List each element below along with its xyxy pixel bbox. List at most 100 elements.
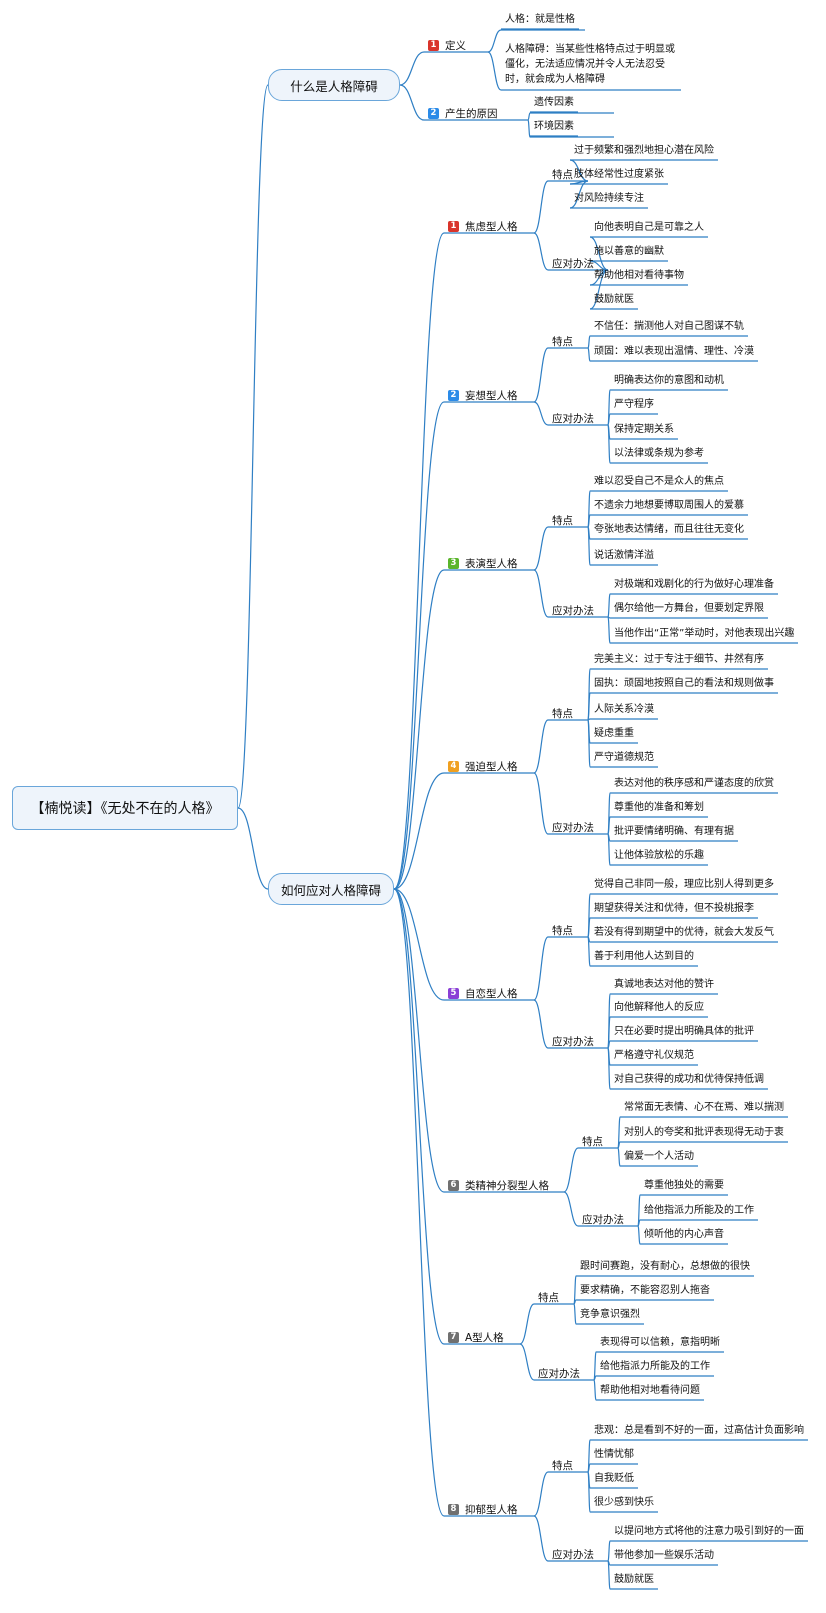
coping-category[interactable]: 应对办法 [582,1213,624,1226]
feature-leaf: 自我贬低 [594,1473,634,1484]
main-topic-coping[interactable]: 如何应对人格障碍 [268,873,394,905]
main-to-type-line [393,888,445,1517]
feature-leaf: 难以忍受自己不是众人的焦点 [594,476,724,487]
feature-leaf: 觉得自己非同一般，理应比别人得到更多 [594,879,774,890]
type-label: A型人格 [465,1331,504,1344]
category-to-leaf-line [607,1047,611,1090]
coping-leaf: 给他指派力所能及的工作 [644,1205,754,1216]
coping-leaf: 对极端和戏剧化的行为做好心理准备 [614,579,774,590]
feature-category[interactable]: 特点 [552,1459,573,1472]
coping-leaf: 倾听他的内心声音 [644,1229,724,1240]
type-label: 类精神分裂型人格 [465,1179,549,1192]
feature-leaf: 善于利用他人达到目的 [594,951,694,962]
feature-leaf: 人际关系冷漠 [594,704,654,715]
main-topic-definition[interactable]: 什么是人格障碍 [268,69,400,101]
coping-leaf: 鼓励就医 [594,294,634,305]
category-to-leaf-line [607,1560,611,1590]
main-to-type-line [393,888,445,1193]
main-to-type-line [393,888,445,1345]
root-topic[interactable]: 【楠悦读】《无处不在的人格》 [12,786,238,830]
category-to-leaf-line [589,236,609,271]
main-to-type-line [393,401,445,890]
type-to-category-line [533,1471,549,1517]
feature-category[interactable]: 特点 [538,1291,559,1304]
coping-leaf: 表达对他的秩序感和严谨态度的欣赏 [614,778,774,789]
subtopic-label: 定义 [445,39,466,52]
category-to-leaf-line [587,1471,591,1513]
category-to-leaf-line [569,159,589,182]
coping-category[interactable]: 应对办法 [552,1035,594,1048]
coping-leaf: 当他作出“正常”举动时，对他表现出兴趣 [614,628,795,639]
coping-category[interactable]: 应对办法 [552,821,594,834]
feature-leaf: 完美主义：过于专注于细节、井然有序 [594,654,764,665]
feature-category[interactable]: 特点 [552,335,573,348]
coping-leaf: 帮助他相对看待事物 [594,270,684,281]
main-to-type-line [393,888,445,1001]
feature-leaf: 偏爱一个人活动 [624,1151,694,1162]
type-to-category-line [519,1343,535,1381]
coping-category[interactable]: 应对办法 [538,1367,580,1380]
root-to-main-line [237,807,269,890]
feature-leaf: 过于频繁和强烈地担心潜在风险 [574,145,714,156]
feature-category[interactable]: 特点 [552,514,573,527]
type-to-category-line [533,347,549,403]
coping-category[interactable]: 应对办法 [552,412,594,425]
feature-leaf: 对风险持续专注 [574,193,644,204]
feature-leaf: 不信任：揣测他人对自己图谋不轨 [594,321,744,332]
type-topic[interactable]: 7 A型人格 [448,1329,504,1345]
category-to-leaf-line [617,1147,621,1167]
coping-leaf: 以法律或条规为参考 [614,448,704,459]
feature-category[interactable]: 特点 [582,1135,603,1148]
coping-leaf: 真诚地表达对他的赞许 [614,979,714,990]
type-to-category-line [533,569,549,618]
type-label: 焦虑型人格 [465,220,518,233]
feature-leaf: 顽固：难以表现出温情、理性、冷漠 [594,346,754,357]
category-to-leaf-line [607,616,611,644]
type-label: 妄想型人格 [465,389,518,402]
type-to-category-line [533,526,549,571]
definition-leaf: 环境因素 [534,121,574,132]
category-to-leaf-line [587,526,591,566]
type-topic[interactable]: 6 类精神分裂型人格 [448,1177,549,1193]
coping-leaf: 向他表明自己是可靠之人 [594,222,704,233]
type-label: 表演型人格 [465,557,518,570]
type-to-category-line [563,1147,579,1193]
coping-leaf: 给他指派力所能及的工作 [600,1361,710,1372]
coping-category[interactable]: 应对办法 [552,257,594,270]
category-to-leaf-line [589,269,609,310]
category-to-leaf-line [587,692,591,721]
type-label: 抑郁型人格 [465,1503,518,1516]
feature-category[interactable]: 特点 [552,168,573,181]
coping-leaf: 让他体验放松的乐趣 [614,850,704,861]
coping-leaf: 尊重他的准备和筹划 [614,802,704,813]
feature-leaf: 常常面无表情、心不在焉、难以揣测 [624,1102,784,1113]
coping-leaf: 批评要情绪明确、有理有据 [614,826,734,837]
feature-leaf: 要求精确，不能容忍别人拖沓 [580,1285,710,1296]
number-badge: 6 [448,1179,459,1191]
category-to-leaf-line [587,936,591,967]
feature-category[interactable]: 特点 [552,707,573,720]
main-to-type-line [393,232,445,890]
type-to-category-line [519,1303,535,1345]
coping-leaf: 明确表达你的意图和动机 [614,375,724,386]
coping-category[interactable]: 应对办法 [552,604,594,617]
feature-leaf: 悲观：总是看到不好的一面，过高估计负面影响 [594,1425,804,1436]
type-to-category-line [533,936,549,1001]
main-to-type-line [393,772,445,890]
coping-leaf: 带他参加一些娱乐活动 [614,1550,714,1561]
feature-category[interactable]: 特点 [552,924,573,937]
coping-leaf: 施以善意的幽默 [594,246,664,257]
feature-leaf: 说话激情洋溢 [594,550,654,561]
type-label: 强迫型人格 [465,760,518,773]
definition-leaf: 人格障碍：当某些性格特点过于明显或僵化，无法适应情况并令人无法忍受时，就会成为人… [505,44,675,85]
number-badge: 7 [448,1331,459,1343]
coping-category[interactable]: 应对办法 [552,1548,594,1561]
